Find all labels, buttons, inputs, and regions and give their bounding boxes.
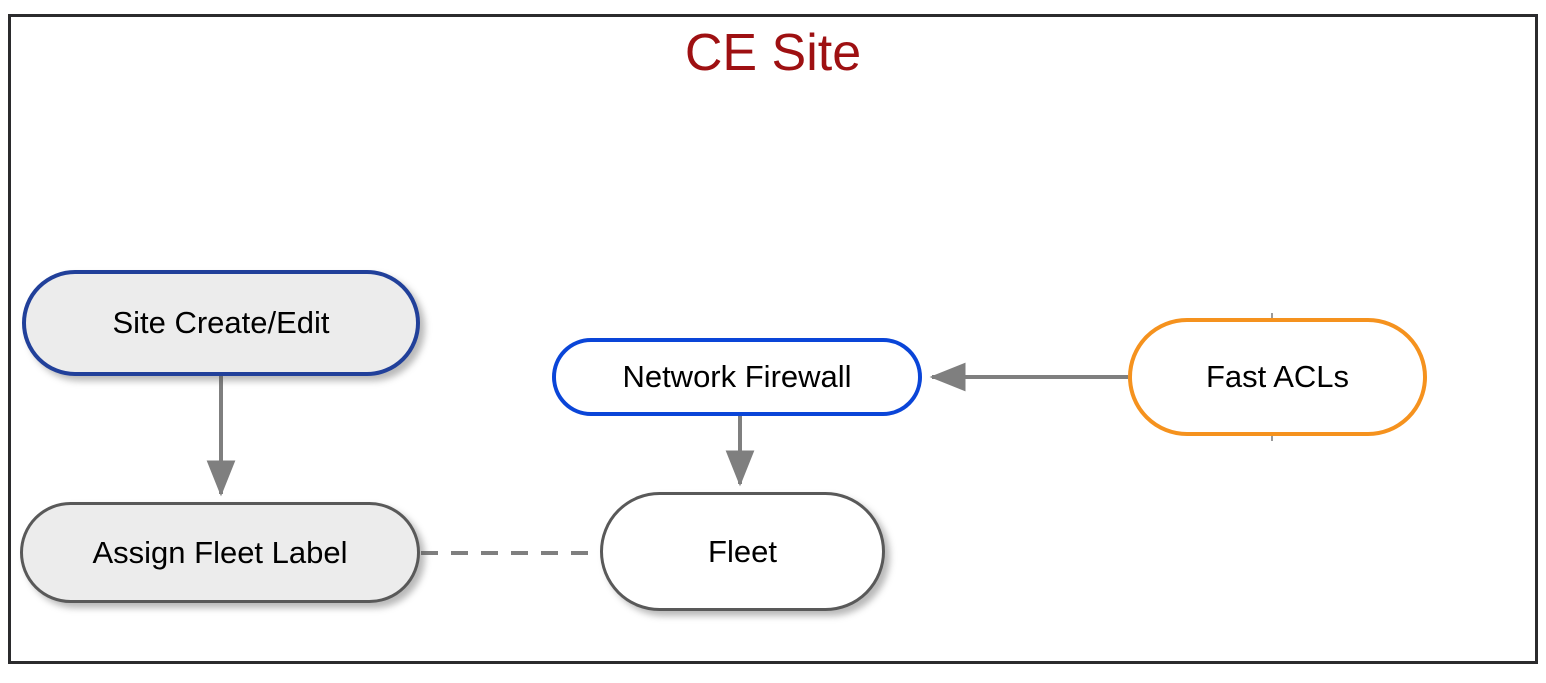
node-fleet[interactable]: Fleet: [600, 492, 885, 611]
node-network-firewall[interactable]: Network Firewall: [552, 338, 922, 416]
node-fast-acls[interactable]: Fast ACLs: [1128, 318, 1427, 436]
node-network-firewall-label: Network Firewall: [622, 359, 852, 394]
node-site-create-edit[interactable]: Site Create/Edit: [22, 270, 420, 376]
node-fast-acls-label: Fast ACLs: [1206, 359, 1349, 394]
node-site-create-edit-label: Site Create/Edit: [112, 305, 330, 340]
node-assign-fleet-label-label: Assign Fleet Label: [92, 534, 348, 570]
node-fleet-label: Fleet: [708, 533, 777, 569]
node-assign-fleet-label[interactable]: Assign Fleet Label: [20, 502, 420, 603]
page-title: CE Site: [684, 24, 862, 82]
